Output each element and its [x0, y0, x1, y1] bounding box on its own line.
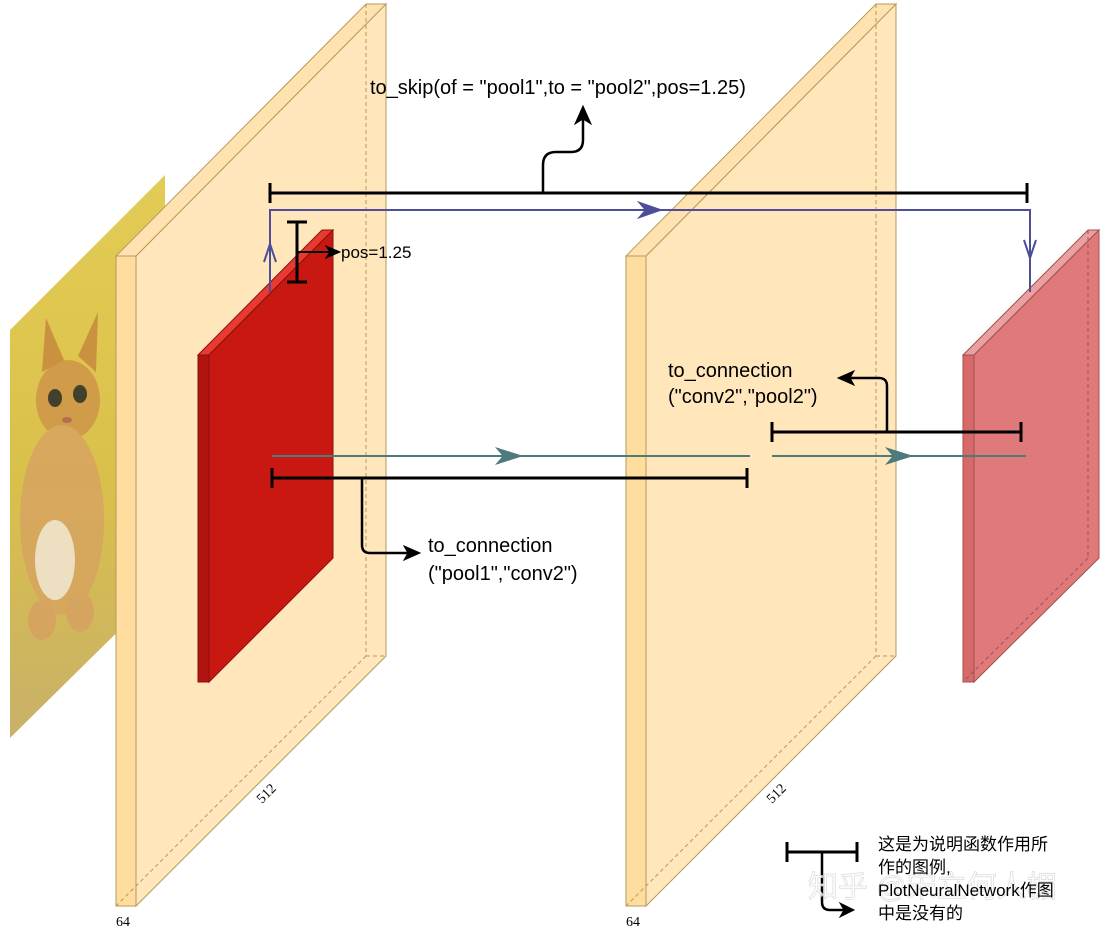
layer1-width-label: 512: [254, 781, 279, 806]
connection2-bracket: [770, 369, 1023, 442]
pos-label: pos=1.25: [341, 243, 411, 262]
skip-connection-line: [263, 200, 1037, 292]
legend-bracket-icon: [785, 842, 859, 919]
layer2-depth-label: 64: [626, 915, 640, 930]
layer2-slab: [624, 2, 898, 908]
legend-line4: 中是没有的: [878, 904, 963, 923]
skip-code-label: to_skip(of = "pool1",to = "pool2",pos=1.…: [370, 77, 746, 99]
layer2-width-label: 512: [764, 781, 789, 806]
conn1-label-line1: to_connection: [428, 535, 553, 557]
pos-bracket: [287, 220, 342, 284]
pool2-block: [961, 228, 1101, 684]
legend-line1: 这是为说明函数作用所: [878, 835, 1048, 854]
connection1-bracket: [270, 468, 749, 562]
conn2-label-line1: to_connection: [668, 360, 793, 382]
layer1-depth-label: 64: [116, 915, 130, 930]
conn2-label-line2: ("conv2","pool2"): [668, 386, 818, 408]
conn1-label-line2: ("pool1","conv2"): [428, 563, 578, 585]
legend-line2: 作的图例,: [878, 858, 951, 877]
pool1-block: [196, 228, 335, 684]
watermark: 知乎 @宋立何人楣: [808, 871, 1057, 904]
connection-lines: [272, 446, 1026, 466]
skip-bracket: [268, 104, 1029, 203]
legend-line3: PlotNeuralNetwork作图: [878, 881, 1054, 900]
kitten-icon: [20, 312, 104, 640]
